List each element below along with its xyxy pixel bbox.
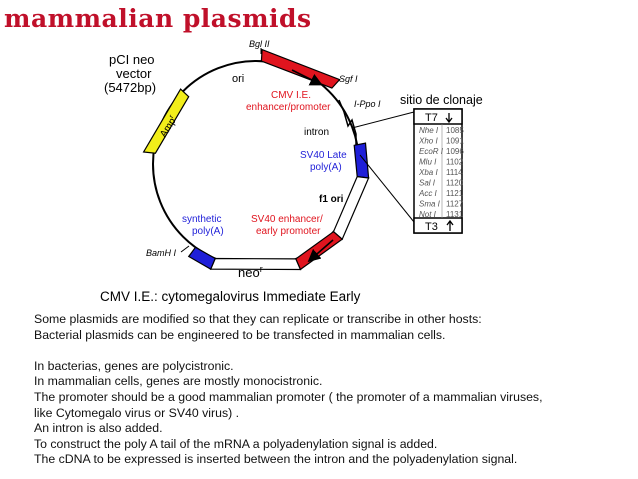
site-enzyme: EcoR I <box>419 147 444 156</box>
site-position: 1114 <box>446 168 463 177</box>
sgfi-label: Sgf I <box>339 74 358 84</box>
site-position: 1091 <box>446 137 464 146</box>
paragraph-gap <box>34 343 594 359</box>
site-position: 1102 <box>446 158 464 167</box>
sv40-enhancer-label-line-2: early promoter <box>256 226 321 237</box>
cloning-site-box <box>413 108 463 234</box>
sv40-enhancer-label-line-1: SV40 enhancer/ <box>251 214 323 225</box>
site-enzyme: Mlu I <box>419 158 437 167</box>
sv40-late-polya-segment <box>353 142 370 179</box>
text-line: The cDNA to be expressed is inserted bet… <box>34 452 518 467</box>
text-line: To construct the poly A tail of the mRNA… <box>34 436 438 451</box>
text-line: An intron is also added. <box>34 421 163 436</box>
vector-name-line-3: (5472bp) <box>104 80 156 95</box>
ori-label: ori <box>232 73 244 85</box>
text-line: Bacterial plasmids can be engineered to … <box>34 327 446 342</box>
bamhi-label: BamH I <box>146 248 177 258</box>
site-position: 1127 <box>446 200 464 209</box>
pci-neo-plasmid-map: pCI neo vector (5472bp) Bgl II Sgf I I-P… <box>100 39 483 304</box>
ampr-segment <box>142 88 190 154</box>
intron-loop <box>338 99 357 145</box>
site-enzyme: Not I <box>419 210 437 219</box>
sv40-direction-arrow <box>307 239 334 263</box>
intron-label: intron <box>304 127 329 138</box>
site-position: 1131 <box>446 210 464 219</box>
synthetic-polya-label-line-2: poly(A) <box>192 226 224 237</box>
explanation-text: Some plasmids are modified so that they … <box>34 312 594 468</box>
site-enzyme: Xho I <box>418 137 438 146</box>
sv40-late-label-line-1: SV40 Late <box>300 150 347 161</box>
site-enzyme: Sma I <box>419 200 441 209</box>
site-position: 1120 <box>446 179 464 188</box>
site-enzyme: Nhe I <box>419 126 439 135</box>
cloning-site-title: sitio de clonaje <box>400 93 483 107</box>
site-enzyme: Sal I <box>419 179 436 188</box>
bamhi-tick <box>180 245 190 253</box>
site-position: 1096 <box>446 147 464 156</box>
site-enzyme: Acc I <box>418 189 438 198</box>
synthetic-polya-segment <box>187 246 216 270</box>
site-position: 1085 <box>446 126 464 135</box>
f1-ori-label: f1 ori <box>319 194 344 205</box>
t3-label: T3 <box>425 221 438 233</box>
callout-line-lower <box>359 154 415 223</box>
text-line: like Cytomegalo virus or SV40 virus) . <box>34 405 240 420</box>
page-title: mammalian plasmids <box>4 4 312 33</box>
cmv-label-line-1: CMV I.E. <box>271 90 311 101</box>
t7-label: T7 <box>425 112 438 124</box>
t3-arrow-icon <box>446 219 454 231</box>
t7-box <box>413 108 463 125</box>
text-line: The promoter should be a good mammalian … <box>34 389 543 404</box>
sv40-late-label-line-2: poly(A) <box>310 162 342 173</box>
site-position: 1121 <box>446 189 464 198</box>
diagram-caption: CMV I.E.: cytomegalovirus Immediate Earl… <box>100 289 361 304</box>
t3-box <box>413 217 463 234</box>
text-line: In mammalian cells, genes are mostly mon… <box>34 374 323 389</box>
bglii-label: Bgl II <box>249 39 270 49</box>
synthetic-polya-label-line-1: synthetic <box>182 214 221 225</box>
ippoi-label: I-Ppo I <box>354 99 381 109</box>
neo-label: neor <box>238 264 263 280</box>
t7-arrow-icon <box>445 113 453 124</box>
text-line: In bacterias, genes are polycistronic. <box>34 358 234 373</box>
vector-name-line-2: vector <box>116 66 152 81</box>
sv40-enhancer-promoter-segment <box>295 230 344 271</box>
cmv-direction-arrow <box>291 69 323 86</box>
f1-ori-segment <box>332 175 370 241</box>
cmv-promoter-segment <box>260 48 341 89</box>
text-line: Some plasmids are modified so that they … <box>34 312 482 326</box>
cmv-label-line-2: enhancer/promoter <box>246 102 331 113</box>
callout-line-upper <box>351 111 415 129</box>
site-enzyme: Xba I <box>418 168 438 177</box>
vector-name-line-1: pCI neo <box>109 52 155 67</box>
